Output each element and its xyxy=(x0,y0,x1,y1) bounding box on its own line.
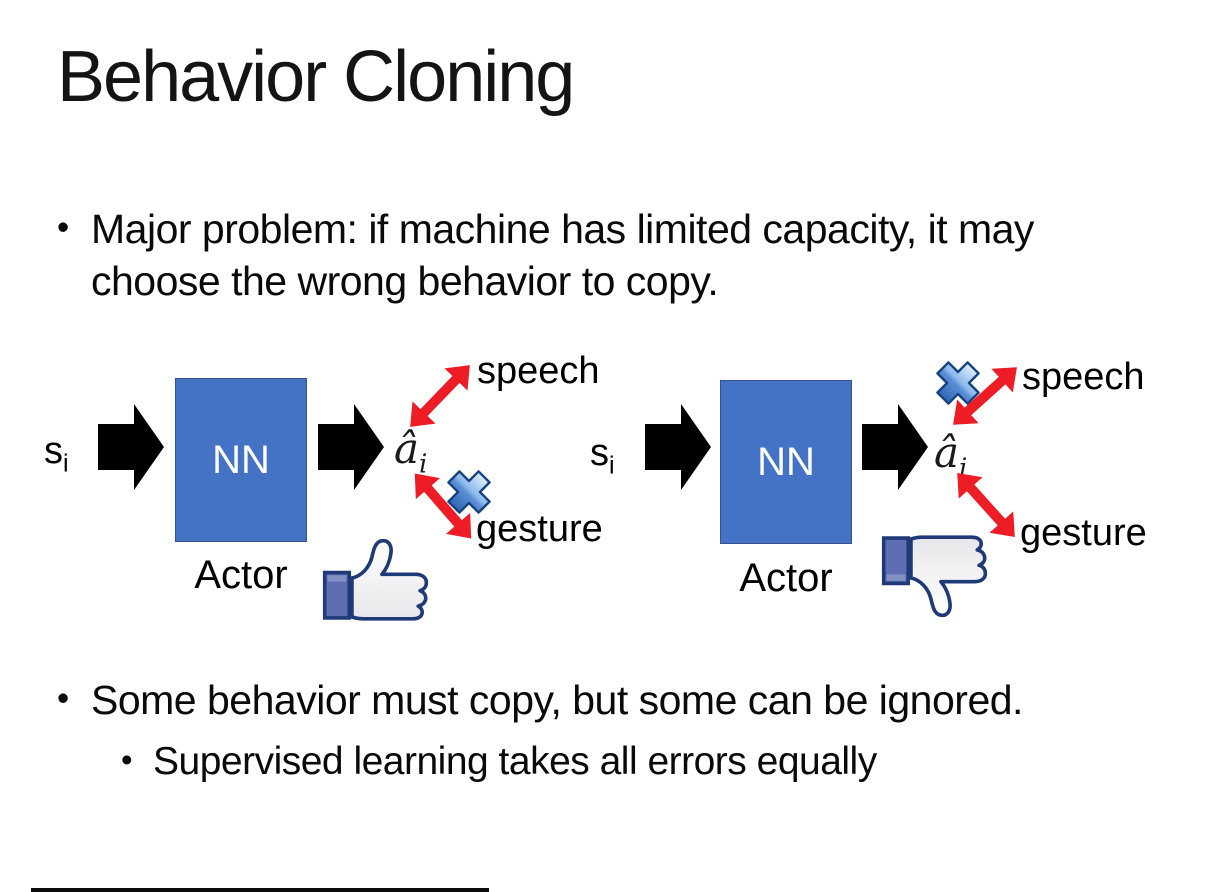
bullet-supervised-learning: Supervised learning takes all errors equ… xyxy=(119,735,1175,788)
cross-out-icon xyxy=(936,361,980,405)
speech-label: speech xyxy=(477,350,600,392)
bullet-major-problem: Major problem: if machine has limited ca… xyxy=(55,202,1100,307)
nn-box-label: NN xyxy=(757,439,815,484)
page-title: Behavior Cloning xyxy=(57,37,575,117)
thumbs-up-icon xyxy=(322,532,440,624)
nn-box-label: NN xyxy=(212,437,270,482)
gesture-label: gesture xyxy=(1020,512,1147,554)
bullet-some-behavior: Some behavior must copy, but some can be… xyxy=(55,673,1175,726)
bottom-bullet-list: Some behavior must copy, but some can be… xyxy=(55,673,1175,788)
actor-label: Actor xyxy=(739,556,833,600)
clipped-bottom-shape xyxy=(31,888,489,892)
speech-label: speech xyxy=(1022,356,1145,398)
action-label: âi xyxy=(394,424,428,480)
thumbs-down-icon xyxy=(881,532,999,624)
flow-arrow-icon xyxy=(862,404,928,490)
nn-box: NN xyxy=(175,378,307,542)
actor-label: Actor xyxy=(194,553,288,597)
gesture-label: gesture xyxy=(476,508,603,550)
cross-out-icon xyxy=(447,470,491,514)
flow-arrow-icon xyxy=(645,404,711,490)
top-bullet-list: Major problem: if machine has limited ca… xyxy=(55,202,1100,307)
nn-box: NN xyxy=(720,380,852,544)
state-label: si xyxy=(590,432,615,480)
action-label: âi xyxy=(934,428,968,484)
speech-relation-arrow-icon xyxy=(953,367,1017,425)
flow-arrow-icon xyxy=(98,404,164,490)
state-label: si xyxy=(44,430,69,478)
gesture-relation-arrow-icon xyxy=(414,473,472,539)
speech-relation-arrow-icon xyxy=(410,365,470,427)
flow-arrow-icon xyxy=(318,404,384,490)
gesture-relation-arrow-icon xyxy=(957,473,1015,537)
